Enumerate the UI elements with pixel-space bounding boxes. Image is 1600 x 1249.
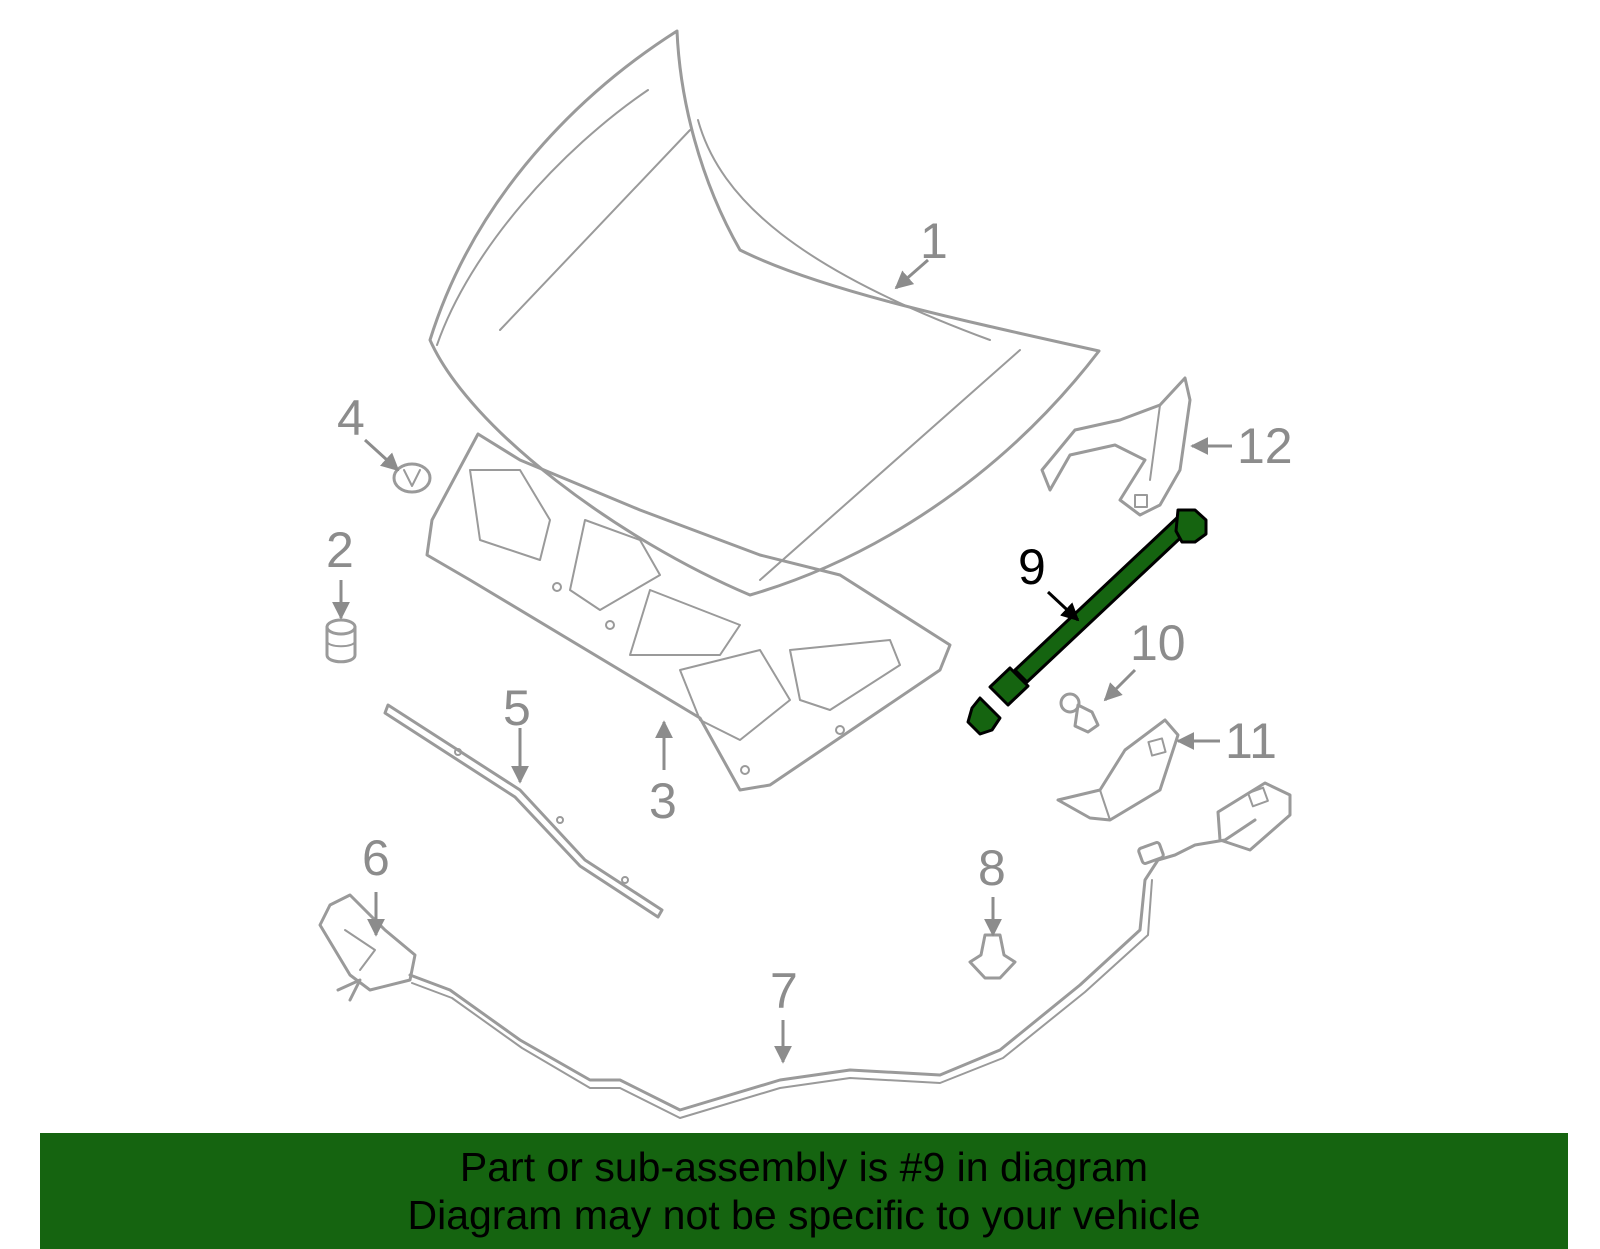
hood-insulator (425, 432, 952, 792)
gas-strut-part-9 (966, 508, 1208, 736)
callout-11: 11 (1225, 713, 1277, 769)
banner-line-1: Part or sub-assembly is #9 in diagram (459, 1144, 1149, 1190)
latch-part-6 (318, 893, 417, 1002)
callout-6: 6 (362, 830, 390, 886)
leader-1 (894, 258, 929, 290)
hinge-part-12 (1040, 376, 1192, 517)
ball-stud-part-10 (1059, 692, 1100, 734)
clip-part-8 (968, 933, 1017, 980)
banner-line-2: Diagram may not be specific to your vehi… (407, 1192, 1201, 1238)
bumper-stop-part-2 (325, 618, 357, 664)
leader-4 (363, 438, 400, 472)
leader-10 (1103, 668, 1137, 702)
callout-7: 7 (770, 963, 798, 1019)
callout-12: 12 (1237, 418, 1293, 474)
bracket-part-11 (1056, 718, 1180, 822)
callout-2: 2 (326, 522, 354, 578)
grommet-part-4 (392, 462, 432, 494)
callout-4: 4 (337, 390, 365, 446)
callout-1: 1 (920, 213, 948, 269)
callout-8: 8 (978, 840, 1006, 896)
seal-part-5 (383, 703, 664, 919)
callout-9: 9 (1018, 539, 1046, 595)
hood (428, 29, 1101, 597)
leader-9 (1046, 590, 1080, 622)
cable-part-7 (408, 818, 1257, 1119)
callout-5: 5 (503, 680, 531, 736)
callout-10: 10 (1130, 615, 1186, 671)
cable-handle (1216, 781, 1292, 852)
info-banner: Part or sub-assembly is #9 in diagram Di… (40, 1133, 1568, 1249)
callout-3: 3 (649, 773, 677, 829)
